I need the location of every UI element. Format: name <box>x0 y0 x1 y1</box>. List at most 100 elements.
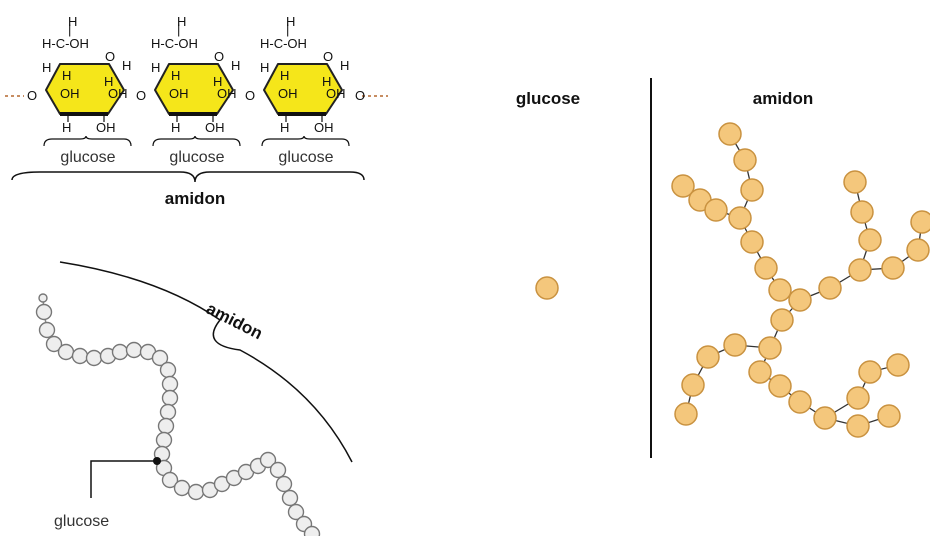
chain-bead <box>157 417 175 435</box>
tree-bead <box>671 174 695 198</box>
atom-h-bottom: H <box>171 120 180 135</box>
chain-bead <box>173 479 191 497</box>
tree-bead <box>674 402 698 426</box>
atom-ring-o: O <box>323 49 333 64</box>
atom-h-right: H <box>122 58 131 73</box>
chain-glucose-label: glucose <box>54 513 109 530</box>
amylose-chain: amidon glucose <box>35 261 353 541</box>
atom-h-left: H <box>42 60 51 75</box>
tree-bead <box>740 178 764 202</box>
tree-bead <box>748 360 772 384</box>
atom-oh-left: OH <box>169 86 189 101</box>
atom-h-mid: H <box>213 74 222 89</box>
tree-bond <box>859 221 923 271</box>
atom-h-bottom: H <box>62 120 71 135</box>
chain-bead <box>155 431 173 449</box>
tree-bead <box>906 238 930 262</box>
amidon-brace <box>11 171 365 183</box>
tree-bead <box>704 198 728 222</box>
tree-bead <box>858 360 882 384</box>
tree-bead <box>846 414 870 438</box>
chain-bead <box>35 303 53 321</box>
tree-bead <box>858 228 882 252</box>
chain-bead <box>281 489 299 507</box>
atom-h-mid: H <box>322 74 331 89</box>
chain-bead <box>187 483 205 501</box>
tree-bead <box>818 276 842 300</box>
chain-bead <box>159 403 177 421</box>
glucose-brace <box>152 135 241 147</box>
oxygen-bridge-0: O <box>27 88 37 103</box>
chain-bead <box>269 461 287 479</box>
chain-bond-line <box>42 297 313 535</box>
atom-h-inner: H <box>280 68 289 83</box>
glucose-callout-dot <box>153 457 161 465</box>
atom-h-right: H <box>231 58 240 73</box>
comparison-glucose-label: glucose <box>516 89 580 108</box>
chain-bead <box>161 389 179 407</box>
tree-bead <box>910 210 930 234</box>
tree-bead <box>718 122 742 146</box>
glucose-callout-line <box>90 460 157 498</box>
tree-bead <box>723 333 747 357</box>
chain-bead <box>38 321 56 339</box>
atom-oh-right: OH <box>326 86 346 101</box>
atom-hcoh: H-C-OH <box>260 36 307 51</box>
atom-h-left: H <box>151 60 160 75</box>
chain-bead <box>287 503 305 521</box>
chain-bead <box>303 525 321 541</box>
atom-h-top: H <box>68 14 77 29</box>
chain-bead <box>275 475 293 493</box>
tree-bead <box>696 345 720 369</box>
atom-h-top: H <box>286 14 295 29</box>
atom-h-inner: H <box>62 68 71 83</box>
tree-bead <box>848 258 872 282</box>
atom-bond: | <box>286 22 289 37</box>
glucose-label-0: glucose <box>60 149 115 166</box>
tree-bead <box>681 373 705 397</box>
atom-h-left: H <box>260 60 269 75</box>
atom-h-inner: H <box>171 68 180 83</box>
atom-h-mid: H <box>104 74 113 89</box>
glucose-label-1: glucose <box>169 149 224 166</box>
tree-bead <box>728 206 752 230</box>
tree-bead <box>850 200 874 224</box>
structure-amidon-label: amidon <box>165 189 225 208</box>
chain-bead <box>125 341 143 359</box>
tree-bead <box>788 288 812 312</box>
tree-bead <box>770 308 794 332</box>
chain-bead <box>85 349 103 367</box>
tree-bead <box>846 386 870 410</box>
chain-bead <box>259 451 277 469</box>
chain-bead <box>161 471 179 489</box>
atom-ring-o: O <box>214 49 224 64</box>
tree-bead <box>733 148 757 172</box>
glucose-brace <box>261 135 350 147</box>
chain-bead <box>45 335 63 353</box>
atom-h-right: H <box>340 58 349 73</box>
atom-h-top: H <box>177 14 186 29</box>
atom-oh-right: OH <box>108 86 128 101</box>
chain-bead <box>57 343 75 361</box>
oxygen-bridge-2: O <box>245 88 255 103</box>
tree-bead <box>881 256 905 280</box>
atom-oh-right: OH <box>217 86 237 101</box>
comparison-panel: glucose amidon <box>516 78 930 458</box>
tree-bead <box>768 278 792 302</box>
oxygen-bridge-1: O <box>136 88 146 103</box>
oxygen-bridge-3: O <box>355 88 365 103</box>
atom-hcoh: H-C-OH <box>42 36 89 51</box>
tree-bond <box>824 364 899 419</box>
atom-bond: | <box>68 22 71 37</box>
chain-bead <box>111 343 129 361</box>
chain-bead <box>159 361 177 379</box>
tree-bead <box>754 256 778 280</box>
atom-oh-bottom: OH <box>205 120 225 135</box>
atom-oh-left: OH <box>60 86 80 101</box>
single-glucose-bead <box>535 276 559 300</box>
atom-h-bottom: H <box>280 120 289 135</box>
tree-bond <box>759 299 801 373</box>
